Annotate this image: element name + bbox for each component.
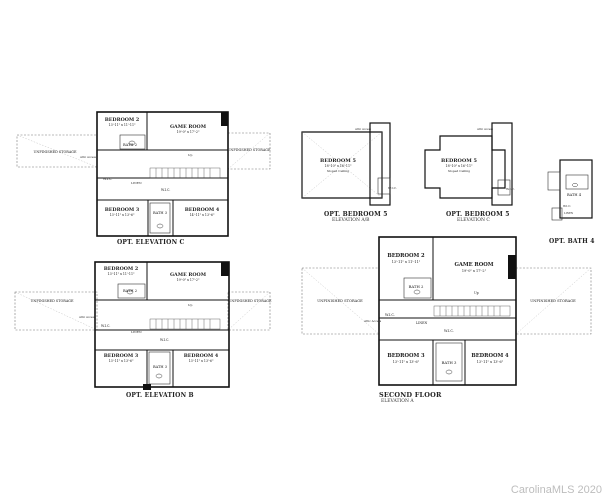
bedroom3-dim: 13'-11" x 13'-6" [110,213,135,217]
bedroom4-dim: 13'-11" x 13'-6" [189,359,214,363]
caption-opt-elevation-c: OPT. ELEVATION C [117,239,185,246]
storage-left-label: UNFINISHED STORAGE [34,150,77,154]
bedroom2-dim: 13'-11" x 11'-11" [109,123,136,127]
wic-label: W.I.C. [563,204,571,208]
subcaption-opt-bedroom5-c: ELEVATION C [457,218,490,223]
attic-label: Attic Access [363,319,382,323]
bedroom5-dim: 18'-10" x 16'-11" [446,164,473,168]
bedroom4-label: BEDROOM 4 [185,207,220,213]
linen-label: LINEN [131,330,142,334]
wic2-label: W.I.C. [161,188,170,192]
bath2-label: BATH 2 [123,143,137,147]
bedroom2-dim: 13'-11" x 11'-11" [108,272,135,276]
plan-opt-bedroom5-ab: BEDROOM 5 18'-10" x 16'-11" Sloped Ceili… [301,122,397,206]
caption-second-floor: SECOND FLOOR [379,391,442,399]
bedroom5-dim: 18'-10" x 16'-11" [325,164,352,168]
caption-opt-bath4: OPT. BATH 4 [549,238,595,245]
storage-right-label: UNFINISHED STORAGE [229,299,272,303]
gameroom-label: GAME ROOM [170,272,207,278]
plan-opt-bedroom5-c: BEDROOM 5 18'-10" x 16'-11" Sloped Ceili… [424,122,515,206]
gameroom-dim: 19'-0" x 17'-2" [177,130,200,134]
bedroom5-label: BEDROOM 5 [320,158,357,164]
plan-elevation-c: BEDROOM 2 13'-11" x 11'-11" BATH 2 GAME … [16,111,271,237]
up-label: Up [188,303,193,307]
bedroom2-label: BEDROOM 2 [104,266,139,272]
wic-label: W.I.C. [506,187,515,191]
plan-second-floor: BEDROOM 2 13'-11" x 11'-11" BATH 2 GAME … [301,236,592,386]
gameroom-label: GAME ROOM [454,262,493,268]
gameroom-dim: 19'-0" x 17'-2" [177,278,200,282]
ceiling-label: Sloped Ceiling [327,169,349,173]
bedroom4-dim: 14'-11" x 13'-6" [190,213,215,217]
bath3-label: BATH 3 [153,211,168,215]
bath3-label: BATH 3 [153,365,168,369]
bath2-label: BATH 2 [409,284,424,289]
linen-label: LINEN [564,211,574,215]
caption-opt-bedroom5-c: OPT. BEDROOM 5 [446,211,510,218]
caption-opt-elevation-b: OPT. ELEVATION B [126,392,194,399]
bedroom3-label: BEDROOM 3 [387,353,425,359]
wic2-label: W.I.C. [444,329,454,333]
bedroom4-dim: 13'-11" x 13'-6" [477,360,504,364]
caption-opt-bedroom5-ab: OPT. BEDROOM 5 [324,211,388,218]
watermark: CarolinaMLS 2020 [510,484,602,496]
gameroom-label: GAME ROOM [170,124,207,130]
subcaption-second-floor: ELEVATION A [381,399,414,404]
storage-left-label: UNFINISHED STORAGE [31,299,74,303]
up-label: Up [188,153,193,157]
bedroom3-label: BEDROOM 3 [104,353,139,359]
bedroom4-label: BEDROOM 4 [184,353,219,359]
bedroom3-dim: 13'-11" x 13'-6" [393,360,420,364]
bedroom3-dim: 13'-11" x 13'-6" [109,359,134,363]
bedroom2-label: BEDROOM 2 [387,253,425,259]
attic-label: Attic Access [476,127,494,131]
plan-elevation-b: BEDROOM 2 13'-11" x 11'-11" BATH 2 GAME … [14,261,272,390]
storage-right-label: UNFINISHED STORAGE [530,299,576,303]
wic-label: W.I.C. [388,186,397,190]
storage-right-label: UNFINISHED STORAGE [228,148,271,152]
bath4-label: BATH 4 [567,193,582,197]
bedroom2-dim: 13'-11" x 11'-11" [392,260,421,264]
up-label: Up [474,291,479,295]
plan-opt-bath4: BATH 4 W.I.C. LINEN [547,159,593,221]
wic-label: W.I.C. [103,177,112,181]
wic-label: W.I.C. [385,313,395,317]
ceiling-label: Sloped Ceiling [448,169,470,173]
linen-label: LINEN [416,321,427,325]
attic-label: Attic Access [78,315,96,319]
bath3-label: BATH 3 [442,360,457,365]
bath2-label: BATH 2 [123,289,137,293]
bedroom2-label: BEDROOM 2 [105,117,140,123]
subcaption-opt-bedroom5-ab: ELEVATION A/B [332,218,370,223]
attic-label: Attic Access [79,155,97,159]
wic2-label: W.I.C. [160,338,169,342]
bedroom4-label: BEDROOM 4 [471,353,509,359]
storage-left-label: UNFINISHED STORAGE [317,299,363,303]
bedroom5-label: BEDROOM 5 [441,158,478,164]
attic-label: Attic Access [354,127,372,131]
linen-label: LINEN [131,181,142,185]
bedroom3-label: BEDROOM 3 [105,207,140,213]
wic-label: W.I.C. [101,324,110,328]
gameroom-dim: 19'-0" x 17'-2" [462,269,487,273]
